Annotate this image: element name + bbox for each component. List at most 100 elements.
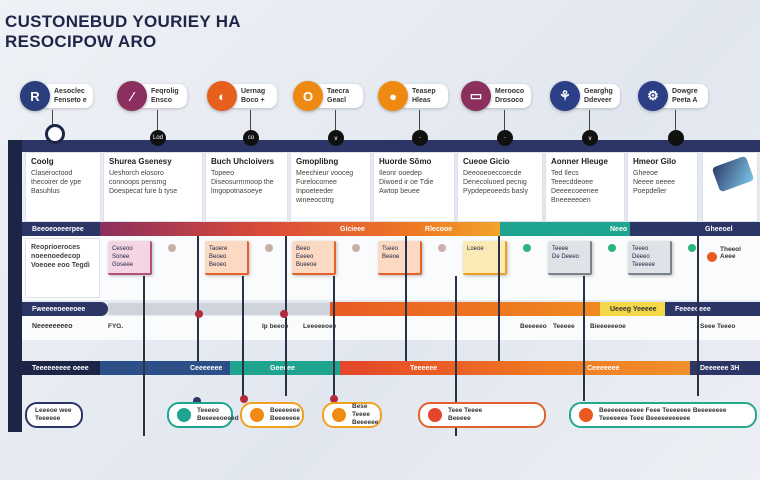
touchpoint-bubble[interactable]: ⚙ Dowgre Peeta A [638, 80, 708, 112]
touchpoint-connector [157, 110, 158, 132]
stage-card[interactable]: Shurea Gsenesy Ueshorch elosoro connoops… [103, 152, 203, 222]
stage-description: Topeeo Diseosurmmoop the lmgopotnasoeye [211, 170, 274, 195]
lane3-segment-label: Ceeeeeee [190, 364, 223, 372]
stage-title: Shurea Gsenesy [109, 157, 172, 166]
stage-description: Meechieur vooceg Furelocomee Inpoeteeder… [296, 170, 354, 204]
stage-title: Coolg [31, 157, 54, 166]
outcome-pill[interactable]: Bese Teeee Beeeeee [322, 402, 382, 428]
lane2-item: Ip beeoe [262, 323, 289, 330]
lane1-band-teal: Neeo [500, 222, 630, 236]
lane2-label: Fweeeeoeeeoee [22, 302, 108, 316]
stage-card[interactable]: Hmeor Gilo Gheeoe Neeee oeeee Poepdeller [627, 152, 698, 222]
touchpoint-bubble[interactable]: ⚘ Gearghg Ddeveer [550, 80, 620, 112]
outcome-pill[interactable]: Teee Teeee Beeeee [418, 402, 546, 428]
stage-card[interactable]: Coolg Claseroctood thecoirer de ype Basu… [25, 152, 101, 222]
lane2-segment: Feeeeoeee [665, 302, 760, 316]
stage-card[interactable]: Buch Uhcloivers Topeeo Diseosurmmoop the… [205, 152, 288, 222]
stage-title: Cueoe Gicio [463, 157, 510, 166]
lane1-note[interactable]: Ceseoo Sonee Goseee [108, 241, 152, 275]
touchpoint-icon: O [293, 81, 323, 111]
outcome-label: Beeeeeee Beeeeeee [270, 407, 300, 422]
lane1-note[interactable]: Teeee De Deeeo [548, 241, 592, 275]
lane3-segment: Ceeeeeee [100, 361, 230, 375]
lane2-row-text: Neeeeeeeeo [32, 323, 73, 330]
lane2-item: FYG. [108, 323, 124, 330]
lane1-row-text: Reoprioeroces noeenoedecop Voeoee eoo Te… [25, 238, 100, 298]
stage-card[interactable]: Cueoe Gicio Deeooeoeccoecde Denecoluoed … [457, 152, 543, 222]
lane1-segment: Gicieee [340, 225, 365, 233]
lane1-note[interactable]: Taoere Beoeo Beoeo [205, 241, 249, 275]
stage-description: Ted Ilecs Teeecddeoee Deeeecoeenee Bneee… [551, 170, 599, 204]
connector-line [498, 236, 500, 361]
connector-node [193, 397, 201, 405]
touchpoint-bubble[interactable]: ▭ Merooco Drosoco [461, 80, 531, 112]
outcome-icon [250, 408, 264, 422]
outcome-pill[interactable]: Beeeeeoeeeee Feee Teeeeeee Beeeeeeee Tee… [569, 402, 757, 428]
connector-line [333, 276, 335, 401]
stage-pin[interactable]: ∙∙ [497, 130, 513, 146]
stage-title: Buch Uhcloivers [211, 157, 275, 166]
lane2-segment: Ueeeg Yeeeee [600, 302, 665, 316]
lane2-band-gray [108, 303, 330, 315]
lane1-note[interactable]: Loeoe [463, 241, 507, 275]
lane3-segment: Deeeeee 3H [690, 361, 760, 375]
stage-description: Deeooeoeccoecde Denecoluoed pecnig Pypde… [463, 170, 528, 195]
touchpoint-connector [250, 110, 251, 132]
stage-card-image [702, 152, 758, 222]
connector-node [240, 395, 248, 403]
touchpoint-icon: ⚙ [638, 81, 668, 111]
lane1-segment: Rlecooe [424, 225, 453, 233]
outcome-pill[interactable]: Teeeeo Beeeeeoeeed [167, 402, 239, 428]
connector-node [195, 310, 203, 318]
lane1-side-text: Theeol Aeee [720, 246, 741, 260]
lane1-label: Beeoeoeeerpee [22, 222, 100, 236]
lane1-segment: Neeo [610, 225, 628, 233]
lane2-band-orange [330, 302, 600, 316]
stage-pin[interactable]: ∨ [582, 130, 598, 146]
lane1-status-dot [688, 244, 696, 252]
lane2-item: Bieeeeeeoe [590, 323, 626, 330]
touchpoint-bubble[interactable]: ◐ Uernag Boco + [207, 80, 277, 112]
touchpoint-bubble[interactable]: ∕ Feqrolig Ensco [117, 80, 187, 112]
touchpoint-icon: R [20, 81, 50, 111]
stage-pin[interactable]: Lod [150, 130, 166, 146]
stage-pin[interactable] [668, 130, 684, 146]
lane1-note[interactable]: Beeo Eeeeo Bueeoe [292, 241, 336, 275]
stage-pin[interactable]: ∨ [328, 130, 344, 146]
pin-label: ∙∙ [418, 135, 422, 141]
lane3-segment-label: Ceeeeeee [587, 364, 620, 372]
outcome-pill[interactable]: Leeeoe wee Teeeeee [25, 402, 83, 428]
lane1-status-dot [438, 244, 446, 252]
stage-title: Huorde Sõmo [379, 157, 432, 166]
lane1-note[interactable]: Tseeo Beeoe [378, 241, 422, 275]
lane1-status-dot [523, 244, 531, 252]
lane1-note[interactable]: Teeeo Deeeo Teeeeee [628, 241, 672, 275]
stage-description: Ueshorch elosoro connoops pensmg Doespec… [109, 170, 178, 195]
stage-card[interactable]: Aonner Hleuge Ted Ilecs Teeecddeoee Deee… [545, 152, 625, 222]
touchpoint-bubble[interactable]: R Aesoclec Fenseto e [20, 80, 93, 112]
touchpoint-connector [675, 110, 676, 132]
touchpoint-connector [419, 110, 420, 132]
connector-node [330, 395, 338, 403]
pin-label: Lod [152, 135, 163, 141]
stage-pin[interactable]: co [243, 130, 259, 146]
stage-title: Aonner Hleuge [551, 157, 608, 166]
title-line-2: RESOCIPOW ARO [5, 32, 157, 51]
connector-line [242, 276, 244, 401]
touchpoint-bubble[interactable]: O Taecra Geacl [293, 80, 363, 112]
touchpoint-icon: ⚘ [550, 81, 580, 111]
outcome-pill[interactable]: Beeeeeee Beeeeeee [240, 402, 304, 428]
stage-card[interactable]: Huorde Sõmo Ileonr ooedep Diwoed ir oe T… [373, 152, 455, 222]
stage-card[interactable]: Gmoplibng Meechieur vooceg Furelocomee I… [290, 152, 371, 222]
touchpoint-connector [335, 110, 336, 132]
lane3-segment-label: Deeeeee 3H [700, 364, 740, 372]
stage-description: Ileonr ooedep Diwoed ir oe Tdie Awtop be… [379, 170, 434, 195]
touchpoint-bubble[interactable]: ● Teasep Hleas [378, 80, 448, 112]
lane1-status-dot [168, 244, 176, 252]
stage-pin[interactable]: ∙∙ [412, 130, 428, 146]
stage-pin[interactable] [45, 124, 65, 144]
lane1-status-dot [265, 244, 273, 252]
lane2-row [22, 316, 760, 340]
connector-line [583, 276, 585, 401]
